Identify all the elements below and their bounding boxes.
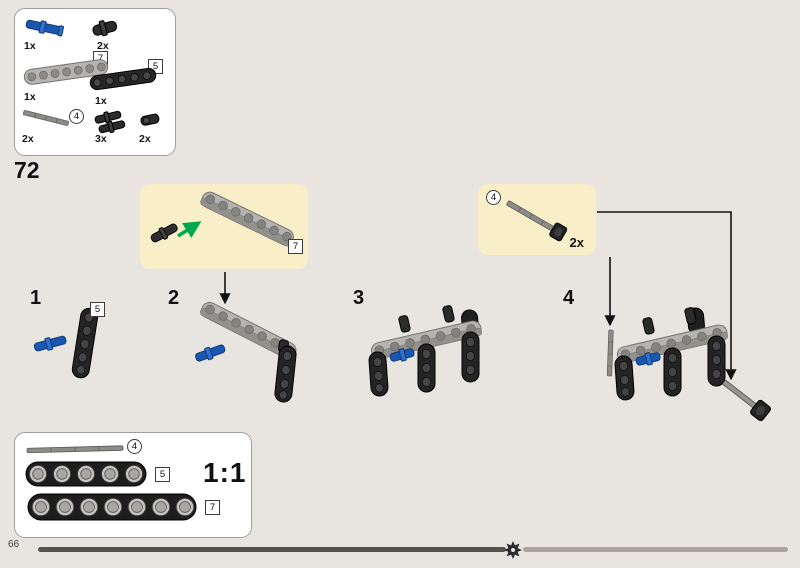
beam-5-black-icon bbox=[461, 331, 480, 383]
pin-1l-black-icon bbox=[137, 109, 167, 138]
axle-1to1-icon bbox=[25, 442, 127, 461]
pin-2l-black-icon bbox=[642, 317, 655, 335]
progress-bar-done bbox=[38, 547, 506, 552]
pin-3l-blue-icon bbox=[33, 335, 67, 352]
axle-callout: 4 2x bbox=[478, 184, 596, 255]
green-insert-arrow bbox=[177, 221, 202, 238]
beam-5-black-icon bbox=[368, 351, 389, 397]
beam-5-black-icon bbox=[707, 335, 726, 387]
parts-callout-box: 1x 2x 7 bbox=[14, 8, 176, 156]
assembly-step-3 bbox=[362, 290, 510, 413]
gear-icon bbox=[504, 541, 522, 564]
axle-1to1-label: 4 bbox=[127, 439, 142, 454]
beam5-1to1-icon bbox=[25, 461, 149, 494]
beam5-size-label: 5 bbox=[90, 302, 105, 317]
beam-5-black-icon bbox=[663, 347, 682, 397]
beam-7-gray-icon bbox=[200, 191, 294, 247]
pin-2l-black-icon bbox=[398, 315, 411, 333]
axle-count: 2x bbox=[569, 235, 584, 250]
part-count: 1x bbox=[24, 40, 36, 52]
beam7-1to1-icon bbox=[27, 493, 199, 526]
part-count: 3x bbox=[95, 133, 107, 145]
assembly-step-2 bbox=[185, 294, 320, 417]
pin-3l-blue-icon bbox=[389, 348, 415, 362]
beam-7-gray-icon bbox=[21, 55, 115, 96]
assembly-step-4 bbox=[572, 290, 777, 447]
part-count: 1x bbox=[95, 95, 107, 107]
part-count: 2x bbox=[22, 133, 34, 145]
substep-3-number: 3 bbox=[353, 287, 365, 309]
axle-size-label: 4 bbox=[69, 109, 84, 124]
axle-4-gray-icon bbox=[722, 379, 762, 413]
axle-4-gray-icon bbox=[19, 105, 77, 138]
axle-4-gray-icon bbox=[606, 329, 614, 377]
pin-3l-blue-icon bbox=[21, 13, 73, 48]
scale-1to1-box: 4 5 bbox=[14, 432, 252, 538]
axle-drawing bbox=[506, 200, 568, 242]
step-number: 72 bbox=[14, 157, 40, 183]
beam-5-black-icon bbox=[614, 355, 635, 401]
progress-bar-remaining bbox=[523, 547, 788, 552]
beam-5-black-icon bbox=[417, 343, 436, 393]
pin-2l-black-icon bbox=[442, 305, 455, 323]
pin-2l-black-icon bbox=[91, 105, 135, 142]
beam7-size-label: 7 bbox=[288, 239, 303, 254]
substep-1-number: 1 bbox=[30, 287, 42, 309]
part-count: 2x bbox=[97, 40, 109, 52]
page-number: 66 bbox=[8, 539, 20, 550]
beam7-1to1-label: 7 bbox=[205, 500, 220, 515]
beam-7-gray-icon bbox=[199, 301, 297, 361]
pin-3l-blue-icon bbox=[195, 344, 226, 362]
pin-connector-black-icon bbox=[89, 15, 123, 48]
beam-5-black-icon bbox=[274, 345, 297, 403]
scale-text: 1:1 bbox=[203, 457, 247, 488]
beam-5-black-icon bbox=[71, 307, 99, 379]
axle-size-label: 4 bbox=[486, 190, 501, 205]
pin-connector-black-icon bbox=[750, 399, 771, 422]
subassembly-callout: 7 bbox=[140, 184, 308, 269]
part-count: 2x bbox=[139, 133, 151, 145]
substep-2-number: 2 bbox=[168, 287, 180, 309]
part-count: 1x bbox=[24, 91, 36, 103]
beam5-1to1-label: 5 bbox=[155, 467, 170, 482]
beam-5-black-icon bbox=[87, 63, 161, 100]
subassembly-drawing bbox=[150, 191, 294, 247]
pin-2l-black-icon bbox=[150, 223, 178, 243]
substep-4-number: 4 bbox=[563, 287, 575, 309]
